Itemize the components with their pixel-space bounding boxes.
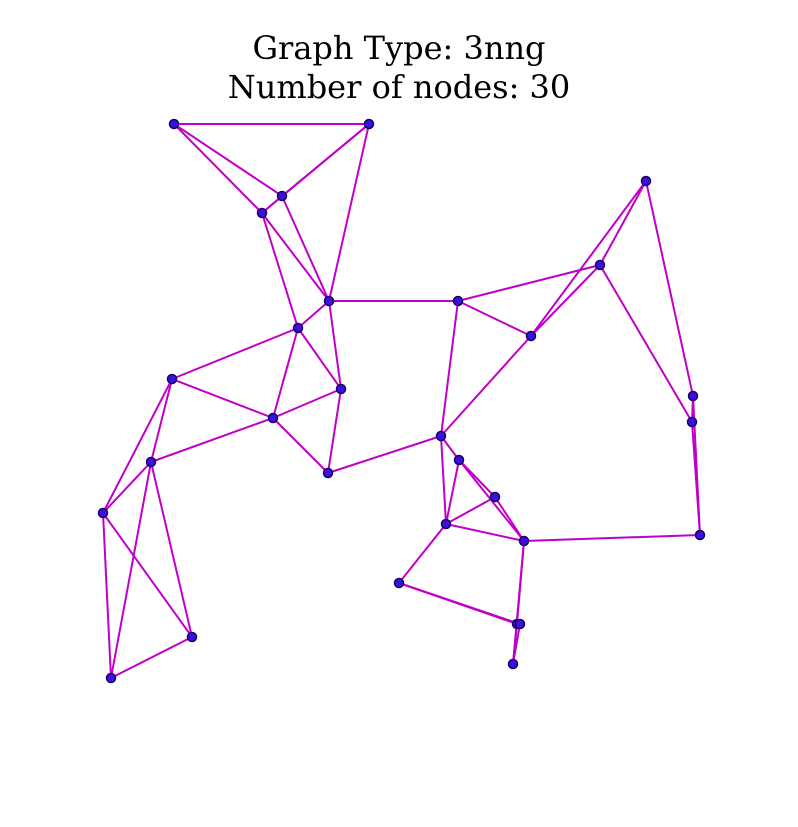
graph-title-type: Graph Type: 3nng [252,29,546,67]
graph-edge-21-24 [398,523,447,584]
graph-edge-11-13 [327,388,342,474]
graph-edge-8-9 [530,264,601,337]
graph-edge-3-6 [261,212,299,329]
graph-edge-14-19 [102,461,152,514]
graph-node-17 [687,390,699,402]
graph-edge-7-8 [599,180,647,266]
graph-edge-4-11 [328,300,342,390]
graph-node-5 [452,295,464,307]
graph-node-25 [186,631,198,643]
graph-edge-6-12 [272,327,299,419]
graph-node-9 [525,330,537,342]
graph-node-2 [276,190,288,202]
graph-node-15 [435,430,447,442]
graph-edge-4-6 [297,300,330,329]
graph-edge-20-22 [494,496,525,542]
graph-edge-22-23 [523,534,701,542]
graph-node-12 [267,412,279,424]
graph-node-10 [166,373,178,385]
graph-edge-6-10 [171,327,299,380]
graph-edge-5-9 [457,300,532,337]
graph-edge-14-28 [110,461,152,679]
graph-edge-19-25 [102,512,193,638]
graph-edge-10-19 [102,378,173,514]
graph-edge-13-15 [327,435,442,474]
graph-node-8 [594,259,606,271]
graph-edge-3-4 [261,212,330,302]
graph-node-4 [323,295,335,307]
graph-edge-24-27 [398,582,521,625]
graph-node-13 [322,467,334,479]
graph-edge-9-15 [440,335,532,437]
nodes-layer [97,118,706,684]
graph-node-0 [168,118,180,130]
graph-node-21 [440,518,452,530]
graph-edge-7-17 [645,180,694,397]
graph-edge-2-4 [281,195,330,302]
graph-node-14 [145,456,157,468]
graph-node-19 [97,507,109,519]
graph-node-27 [514,618,526,630]
graph-edge-18-23 [691,421,701,536]
graph-node-3 [256,207,268,219]
graph-title-node-count: Number of nodes: 30 [227,68,571,106]
graph-edge-11-12 [272,388,342,419]
edges-layer [102,123,701,679]
graph-edge-16-21 [445,459,460,525]
graph-edge-8-18 [599,264,693,423]
graph-edge-0-2 [173,123,283,197]
graph-edge-25-28 [110,636,193,679]
graph-edge-15-21 [440,435,447,525]
graph-node-6 [292,322,304,334]
graph-node-24 [393,577,405,589]
graph-edge-21-22 [445,523,525,542]
graph-edge-7-9 [530,180,647,337]
graph-node-7 [640,175,652,187]
graph-node-23 [694,529,706,541]
graph-node-20 [489,491,501,503]
graph-edge-14-25 [150,461,193,638]
graph-edge-5-15 [440,300,459,437]
graph-edge-12-14 [150,417,274,463]
graph-node-18 [686,416,698,428]
graph-node-28 [105,672,117,684]
graph-edge-19-28 [102,512,112,679]
graph-edge-10-12 [171,378,274,419]
graph-edge-6-11 [297,327,342,390]
graph-edge-12-13 [272,417,329,474]
graph-node-1 [363,118,375,130]
graph-node-22 [518,535,530,547]
graph-edge-10-14 [150,378,173,463]
graph-node-29 [507,658,519,670]
graph-node-16 [453,454,465,466]
graph-edge-1-4 [328,123,370,302]
graph-edge-20-21 [445,496,496,525]
graph-edge-0-3 [173,123,263,214]
graph-edge-5-8 [457,264,601,302]
graph-node-11 [335,383,347,395]
graph-edge-27-29 [512,623,521,665]
